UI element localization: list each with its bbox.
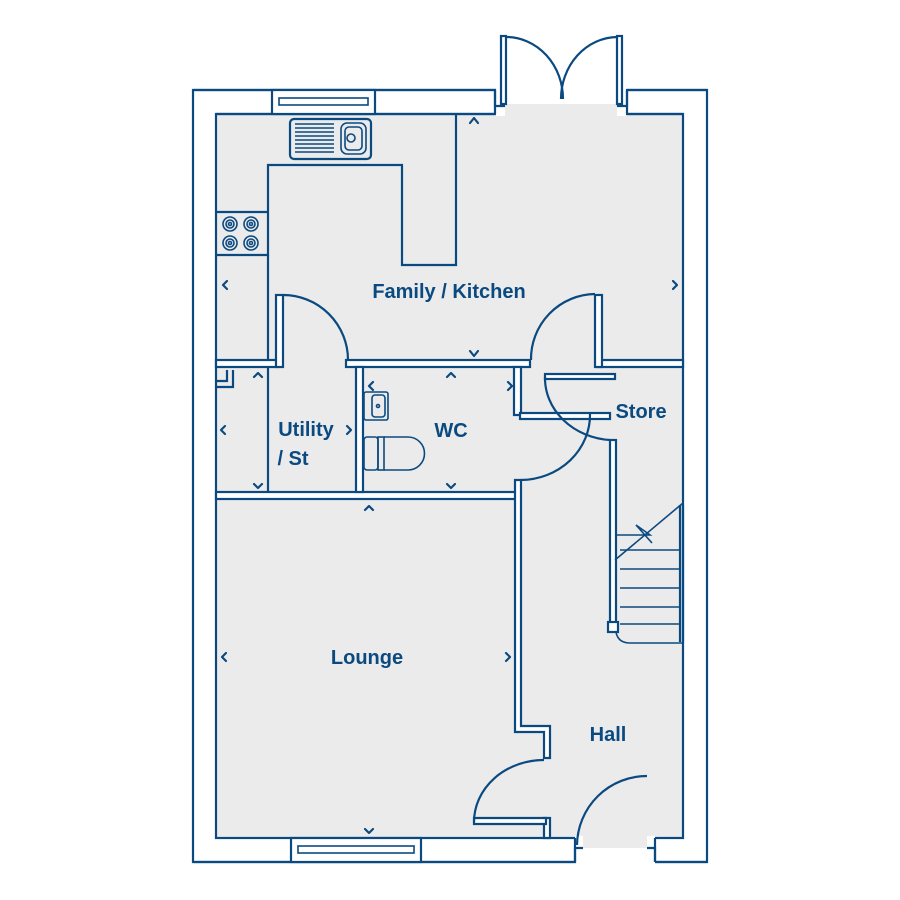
chevron-right-icon <box>345 424 353 436</box>
room-label-hall: Hall <box>590 724 627 746</box>
kitchen-counter <box>216 114 458 360</box>
chevron-right-icon <box>506 380 514 392</box>
external-walls <box>191 88 709 864</box>
room-label-store: Store <box>615 401 666 423</box>
window-front <box>289 836 423 864</box>
chevron-down-icon <box>445 482 457 490</box>
chevron-up-icon <box>252 371 264 379</box>
basin-icon <box>363 391 389 421</box>
chevron-up-icon <box>363 504 375 512</box>
chevron-up-icon <box>445 371 457 379</box>
room-label-wc: WC <box>434 420 467 442</box>
room-label-lounge: Lounge <box>331 647 403 669</box>
dimension-markers <box>219 116 679 835</box>
chevron-down-icon <box>468 349 480 358</box>
room-label-family-kitchen: Family / Kitchen <box>372 281 525 303</box>
room-label-utility-store: / St <box>277 448 308 470</box>
chevron-up-icon <box>468 116 480 125</box>
sink-icon <box>288 117 373 161</box>
internal-doors <box>282 292 648 846</box>
chevron-left-icon <box>221 279 229 291</box>
chevron-left-icon <box>220 651 228 663</box>
chevron-left-icon <box>219 424 227 436</box>
chevron-right-icon <box>671 279 679 291</box>
hob-icon <box>222 216 259 251</box>
chevron-right-icon <box>504 651 512 663</box>
window-rear <box>270 88 377 116</box>
internal-walls <box>214 293 685 840</box>
room-label-utility: Utility <box>278 419 334 441</box>
french-doors <box>499 34 624 106</box>
toilet-icon <box>363 436 426 471</box>
chevron-down-icon <box>363 827 375 835</box>
chevron-down-icon <box>252 482 264 490</box>
chevron-left-icon <box>367 380 375 392</box>
staircase <box>614 502 685 644</box>
